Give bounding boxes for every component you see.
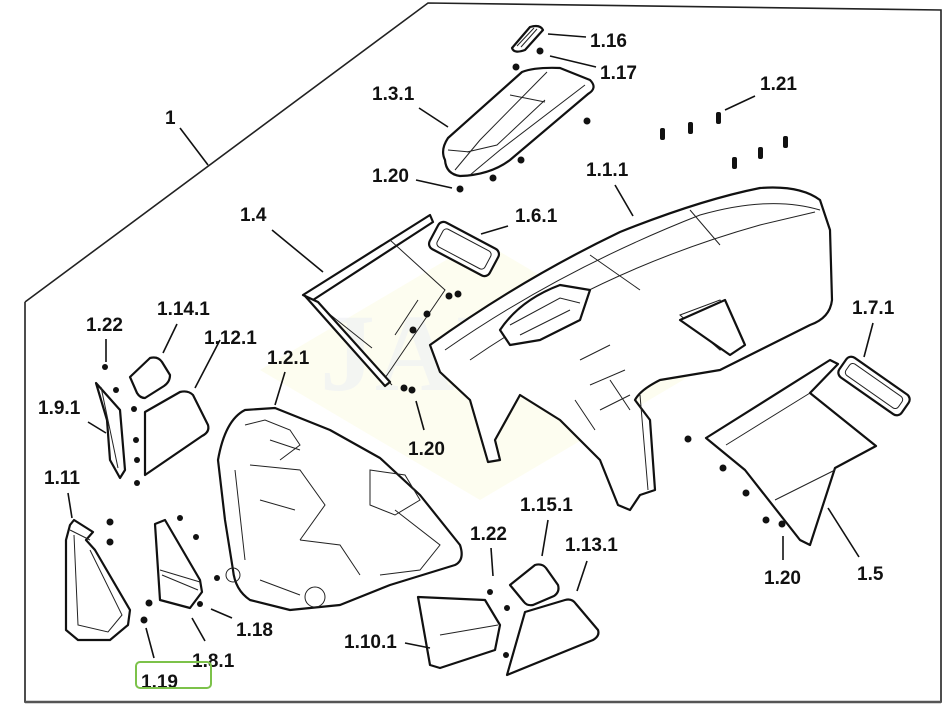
callout-1-15-1: 1.15.1 bbox=[520, 495, 573, 516]
part-1-2-1[interactable] bbox=[216, 406, 463, 612]
callout-1-18: 1.18 bbox=[236, 620, 273, 641]
fastener-holes bbox=[102, 47, 786, 658]
callout-1-5: 1.5 bbox=[857, 564, 884, 585]
callout-1-14-1: 1.14.1 bbox=[157, 299, 210, 320]
callout-1-2-1: 1.2.1 bbox=[267, 348, 310, 369]
callout-1-13-1: 1.13.1 bbox=[565, 535, 618, 556]
assembly-frame bbox=[24, 2, 942, 703]
part-1-21-clips[interactable] bbox=[660, 112, 788, 169]
part-1-13-1[interactable] bbox=[505, 598, 600, 677]
leader-lines bbox=[67, 33, 874, 659]
callout-1-4: 1.4 bbox=[240, 205, 267, 226]
callout-1-20-right: 1.20 bbox=[764, 568, 801, 589]
callout-1-9-1: 1.9.1 bbox=[38, 398, 81, 419]
part-1-12-1[interactable] bbox=[143, 390, 210, 477]
callout-1-16: 1.16 bbox=[590, 31, 627, 52]
part-1-15-1[interactable] bbox=[508, 563, 560, 607]
part-1-4[interactable] bbox=[301, 213, 446, 388]
part-1-14-1[interactable] bbox=[128, 356, 172, 400]
callout-1-19[interactable]: 1.19 bbox=[141, 672, 178, 693]
part-1-16[interactable] bbox=[510, 24, 545, 53]
part-1-7-1[interactable] bbox=[836, 354, 912, 417]
callout-1-22-right: 1.22 bbox=[470, 524, 507, 545]
part-1-6-1[interactable] bbox=[427, 220, 501, 278]
part-1-9-1[interactable] bbox=[94, 381, 127, 480]
callout-1-20-top: 1.20 bbox=[372, 166, 409, 187]
callout-1-1-1: 1.1.1 bbox=[586, 160, 629, 181]
part-1-1-1[interactable] bbox=[428, 186, 834, 512]
callout-1-10-1: 1.10.1 bbox=[344, 632, 397, 653]
part-1-3-1[interactable] bbox=[441, 66, 595, 178]
part-1-5[interactable] bbox=[704, 358, 878, 547]
callout-highlight-box bbox=[135, 661, 212, 689]
callout-1-3-1: 1.3.1 bbox=[372, 84, 415, 105]
callout-1-20-mid: 1.20 bbox=[408, 439, 445, 460]
callout-1-8-1: 1.8.1 bbox=[192, 651, 235, 672]
part-1-10-1[interactable] bbox=[416, 595, 502, 670]
callout-1-17: 1.17 bbox=[600, 63, 637, 84]
part-1-11[interactable] bbox=[64, 518, 132, 642]
callout-1-7-1: 1.7.1 bbox=[852, 298, 895, 319]
callout-1-6-1: 1.6.1 bbox=[515, 206, 558, 227]
callout-1-21: 1.21 bbox=[760, 74, 797, 95]
callout-labels: 1 1.3.1 1.16 1.17 1.21 1.20 1.1.1 1.4 1.… bbox=[38, 31, 895, 693]
callout-1-11: 1.11 bbox=[44, 468, 80, 489]
callout-1-22-left: 1.22 bbox=[86, 315, 123, 336]
callout-1: 1 bbox=[165, 108, 176, 129]
callout-1-12-1: 1.12.1 bbox=[204, 328, 257, 349]
part-1-8-1[interactable] bbox=[153, 518, 204, 610]
